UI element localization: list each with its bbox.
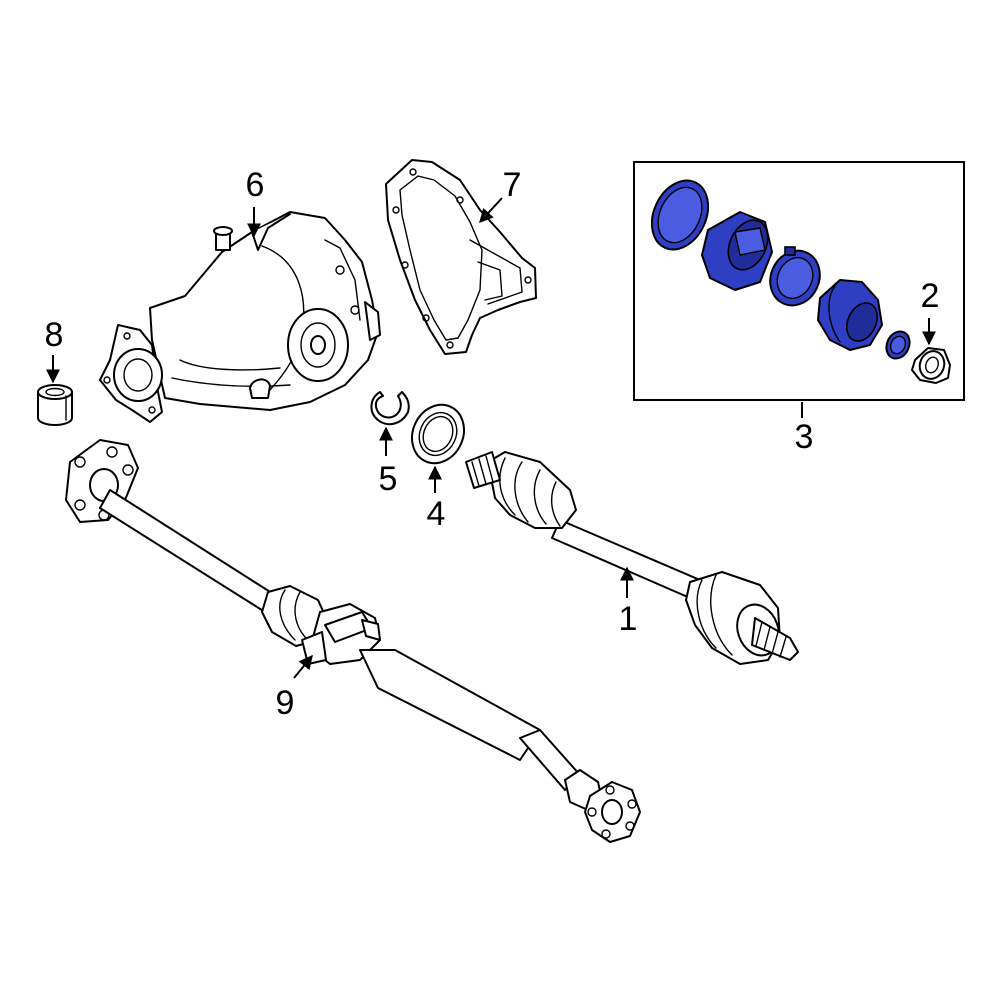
callout-numbers: 1 2 3 4 5 6 7 8 9 <box>45 166 940 722</box>
part-4-seal[interactable] <box>403 396 474 472</box>
leader-lines <box>46 197 936 679</box>
callout-2: 2 <box>921 277 940 315</box>
leader-9 <box>293 654 313 679</box>
part-1-axle-shaft[interactable] <box>465 451 799 665</box>
kit-clamp-ring <box>769 246 821 307</box>
callout-9: 9 <box>276 684 295 722</box>
callout-6: 6 <box>246 166 265 204</box>
kit-inner-boot <box>817 279 883 351</box>
part-3-boot-kit[interactable] <box>633 161 965 401</box>
kit-small-clamp <box>885 330 911 360</box>
part-5-snap-ring[interactable] <box>370 391 410 426</box>
part-6-differential-carrier[interactable] <box>99 211 381 423</box>
callout-4: 4 <box>427 495 446 533</box>
callout-1: 1 <box>619 600 638 638</box>
kit-frame <box>633 161 965 401</box>
leader-7 <box>479 197 503 224</box>
callout-8: 8 <box>45 316 64 354</box>
part-7-cover-gasket[interactable] <box>385 159 537 355</box>
part-8-bushing[interactable] <box>37 384 73 426</box>
part-9-driveshaft[interactable] <box>65 439 641 843</box>
callout-7: 7 <box>503 166 522 204</box>
kit-outer-boot <box>701 211 773 291</box>
part-2-nut[interactable] <box>911 347 951 384</box>
kit-large-clamp <box>650 179 710 251</box>
callout-5: 5 <box>379 460 398 498</box>
callout-3: 3 <box>795 418 814 456</box>
